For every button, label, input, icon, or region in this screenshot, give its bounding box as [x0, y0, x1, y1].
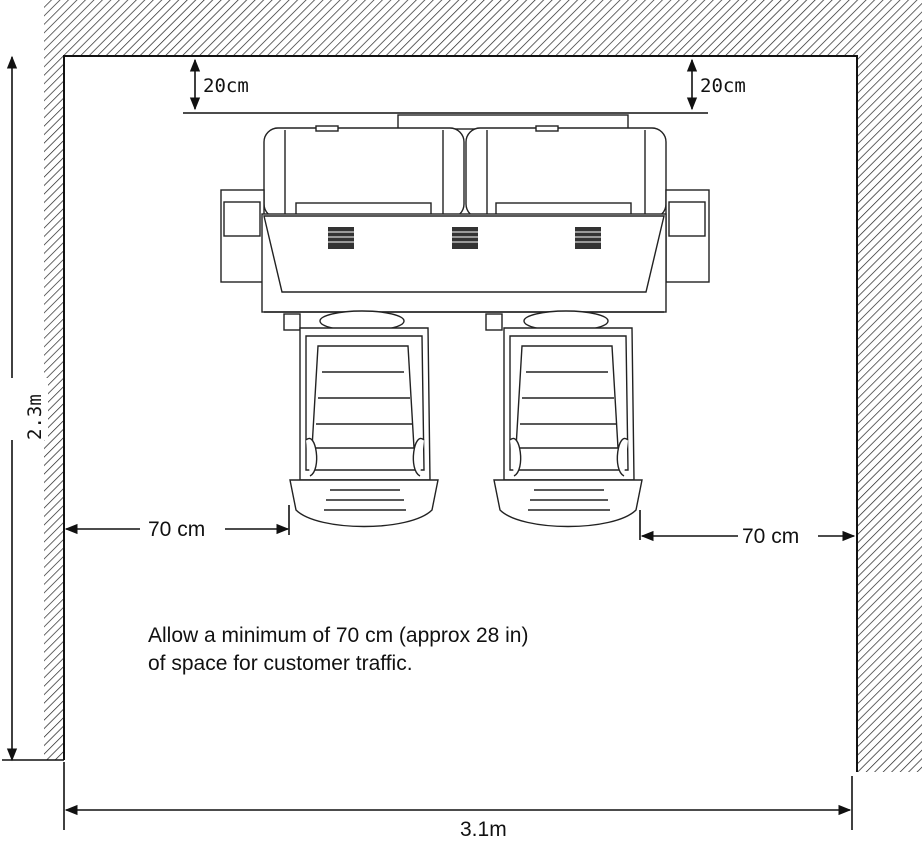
left-wall — [44, 56, 64, 760]
right-clearance-label: 70 cm — [742, 525, 799, 548]
wall-inner-edge — [63, 55, 858, 772]
width-dimension — [63, 762, 853, 830]
traffic-note-line2: of space for customer traffic. — [148, 652, 413, 675]
top-left-clearance-label: 20cm — [203, 75, 249, 97]
width-label: 3.1m — [460, 818, 507, 839]
traffic-note-line1: Allow a minimum of 70 cm (approx 28 in) — [148, 624, 528, 647]
walls — [44, 0, 922, 772]
left-clearance-label: 70 cm — [148, 518, 205, 541]
height-label-bg — [10, 378, 48, 440]
height-label: 2.3m — [24, 394, 46, 440]
right-seat — [485, 310, 643, 528]
vent-slots — [328, 231, 601, 243]
right-clearance-dim — [639, 510, 856, 542]
top-wall — [44, 0, 922, 56]
top-clearance-dims — [183, 58, 708, 114]
right-wall — [857, 56, 922, 772]
top-right-clearance-label: 20cm — [700, 75, 746, 97]
twin-cabinet — [220, 114, 710, 313]
left-seat — [283, 310, 439, 528]
left-clearance-dim — [64, 505, 290, 535]
